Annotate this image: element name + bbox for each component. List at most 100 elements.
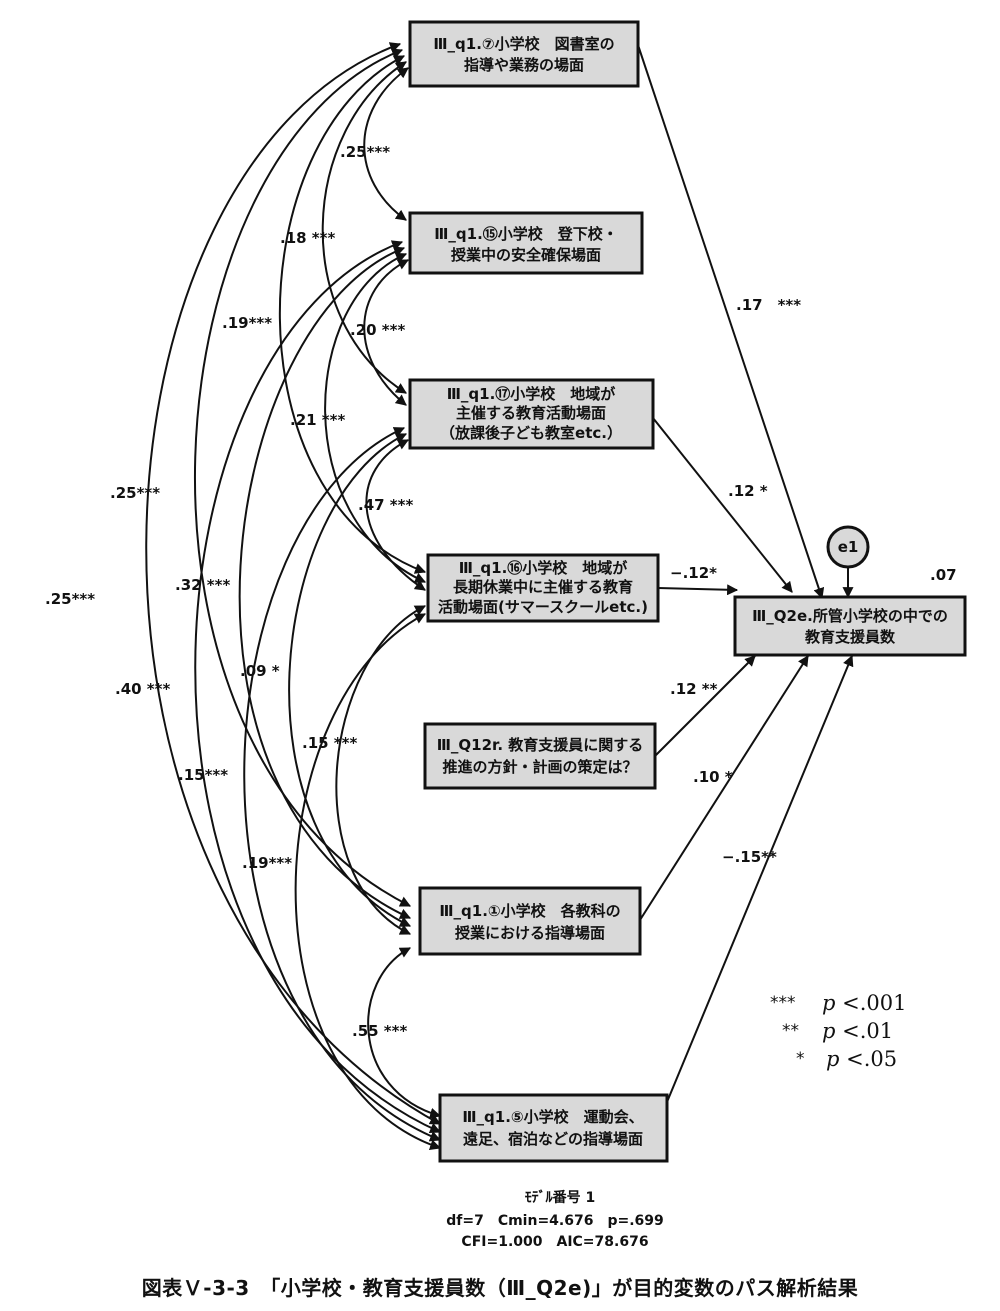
node-box — [418, 886, 642, 956]
figure-caption: 図表Ｖ-3-3 「小学校・教育支援員数（Ⅲ_Q2e)」が目的変数のパス解析結果 — [141, 1276, 859, 1300]
error-label: e1 — [838, 538, 859, 556]
node-label-line: Ⅲ_q1.⑰小学校 地域が — [447, 385, 617, 403]
path-arrow-q1_17 — [652, 417, 793, 593]
corr-curve-7-16 — [278, 55, 427, 574]
node-q12r: Ⅲ_Q12r. 教育支援員に関する 推進の方針・計画の策定は？ — [423, 722, 657, 790]
corr-curve-15-5 — [194, 240, 442, 1133]
node-label-line: 推進の方針・計画の策定は？ — [442, 758, 637, 776]
node-label-line: 主催する教育活動場面 — [456, 404, 606, 422]
corr-curve-16-5 — [294, 613, 442, 1151]
node-q1_1: Ⅲ_q1.①小学校 各教科の 授業における指導場面 — [418, 886, 642, 956]
corr-label: .55 *** — [352, 1022, 407, 1040]
corr-curve-17-5 — [243, 427, 442, 1142]
variable-boxes: Ⅲ_q1.⑦小学校 図書室の 指導や業務の場面 Ⅲ_q1.⑮小学校 登下校・ 授… — [408, 20, 967, 1163]
node-label-line: （放課後子ども教室etc.） — [440, 424, 622, 442]
corr-label: .15 *** — [302, 734, 357, 752]
path-label: .12 ** — [670, 680, 718, 698]
error-term: e1 — [826, 525, 870, 569]
corr-curve-7-5 — [145, 42, 441, 1125]
corr-label: .40 *** — [115, 680, 170, 698]
path-label: .17 *** — [736, 296, 801, 314]
path-labels: .17 *** .12 * −.12* .12 ** .10 * −.15** — [670, 296, 801, 866]
node-label-line: 遠足、宿泊などの指導場面 — [463, 1130, 643, 1148]
node-q1_5: Ⅲ_q1.⑤小学校 運動会、 遠足、宿泊などの指導場面 — [438, 1093, 669, 1163]
path-arrow-q1_1 — [639, 655, 809, 921]
legend-p-label: p — [822, 991, 835, 1015]
corr-label: .21 *** — [290, 411, 345, 429]
node-box — [426, 553, 660, 623]
path-label: −.15** — [722, 848, 777, 866]
node-box — [408, 378, 655, 450]
legend-p-value: <.05 — [846, 1047, 897, 1071]
node-box — [438, 1093, 669, 1163]
node-label-line: Ⅲ_q1.⑯小学校 地域が — [459, 559, 629, 577]
model-fit-line-1: df=7 Cmin=4.676 p=.699 — [446, 1213, 664, 1229]
corr-curve-7-17 — [321, 61, 407, 394]
regression-paths — [637, 44, 854, 1103]
path-arrow-q1_7 — [637, 44, 825, 600]
corr-curve-7-1 — [193, 48, 411, 907]
corr-curve-15-17 — [363, 259, 409, 406]
node-label-line: Ⅲ_q1.⑤小学校 運動会、 — [462, 1108, 643, 1126]
node-label-line: 授業における指導場面 — [455, 924, 605, 942]
node-q1_17: Ⅲ_q1.⑰小学校 地域が 主催する教育活動場面 （放課後子ども教室etc.） — [408, 378, 655, 450]
corr-curve-17-1 — [288, 433, 411, 927]
legend-stars: * — [796, 1049, 805, 1069]
corr-curve-15-1 — [238, 246, 412, 919]
node-label-line: Ⅲ_Q2e.所管小学校の中での — [752, 607, 948, 625]
node-box — [423, 722, 657, 790]
corr-label: .18 *** — [280, 229, 335, 247]
node-label-line: 指導や業務の場面 — [464, 56, 584, 74]
model-fit-line-2: CFI=1.000 AIC=78.676 — [461, 1234, 648, 1250]
node-box — [408, 20, 640, 88]
corr-label: .15*** — [178, 766, 228, 784]
legend-p-label: p — [826, 1047, 839, 1071]
node-label-line: 教育支援員数 — [804, 628, 896, 646]
node-label-line: Ⅲ_Q12r. 教育支援員に関する — [437, 736, 644, 754]
legend-stars: *** — [770, 993, 796, 1013]
corr-label: .32 *** — [175, 576, 230, 594]
legend-p-value: <.001 — [842, 991, 906, 1015]
node-label-line: 活動場面(サマースクールetc.) — [438, 598, 648, 616]
model-title: ﾓﾃﾞﾙ番号 1 — [525, 1189, 596, 1206]
node-label-line: 授業中の安全確保場面 — [451, 246, 601, 264]
corr-label: .09 * — [240, 662, 280, 680]
node-label-line: Ⅲ_q1.⑦小学校 図書室の — [433, 35, 614, 53]
path-label: .12 * — [728, 482, 768, 500]
node-q1_15: Ⅲ_q1.⑮小学校 登下校・ 授業中の安全確保場面 — [408, 211, 644, 275]
error-circle — [826, 525, 870, 569]
node-label-line: Ⅲ_q1.①小学校 各教科の — [439, 902, 620, 920]
node-box — [733, 595, 967, 657]
legend-p-label: p — [822, 1019, 835, 1043]
corr-curve-1-5 — [367, 947, 442, 1119]
corr-label: .25*** — [45, 590, 95, 608]
legend-stars: ** — [782, 1021, 799, 1041]
corr-curve-16-1 — [335, 605, 426, 935]
legend-threshold: p <.001 — [822, 991, 907, 1015]
corr-curve-15-16 — [324, 252, 426, 583]
corr-label: .19*** — [242, 854, 292, 872]
node-outcome: Ⅲ_Q2e.所管小学校の中での 教育支援員数 — [733, 595, 967, 657]
path-arrow-q12r — [654, 655, 756, 757]
legend-p-value: <.01 — [842, 1019, 893, 1043]
corr-label: .25*** — [340, 143, 390, 161]
corr-label: .19*** — [222, 314, 272, 332]
node-box — [408, 211, 644, 275]
corr-label: .25*** — [110, 484, 160, 502]
legend-threshold: p <.01 — [822, 1019, 893, 1043]
legend-threshold: p <.05 — [826, 1047, 897, 1071]
node-q1_7: Ⅲ_q1.⑦小学校 図書室の 指導や業務の場面 — [408, 20, 640, 88]
node-label-line: Ⅲ_q1.⑮小学校 登下校・ — [434, 225, 618, 243]
correlation-labels: .25*** .18 *** .19*** .25*** .25*** .20 … — [45, 143, 413, 1040]
corr-label: .20 *** — [350, 321, 405, 339]
significance-legend: *** p <.001 ** p <.01 * p <.05 — [770, 991, 907, 1071]
path-label: .10 * — [693, 768, 733, 786]
path-label: −.12* — [670, 564, 717, 582]
path-arrow-q1_16 — [657, 584, 739, 596]
corr-label: .47 *** — [358, 496, 413, 514]
path-arrow-q1_5 — [666, 654, 854, 1103]
r-squared-label: .07 — [930, 566, 957, 584]
correlation-curves — [145, 42, 442, 1151]
model-info: ﾓﾃﾞﾙ番号 1 df=7 Cmin=4.676 p=.699 CFI=1.00… — [446, 1189, 664, 1250]
